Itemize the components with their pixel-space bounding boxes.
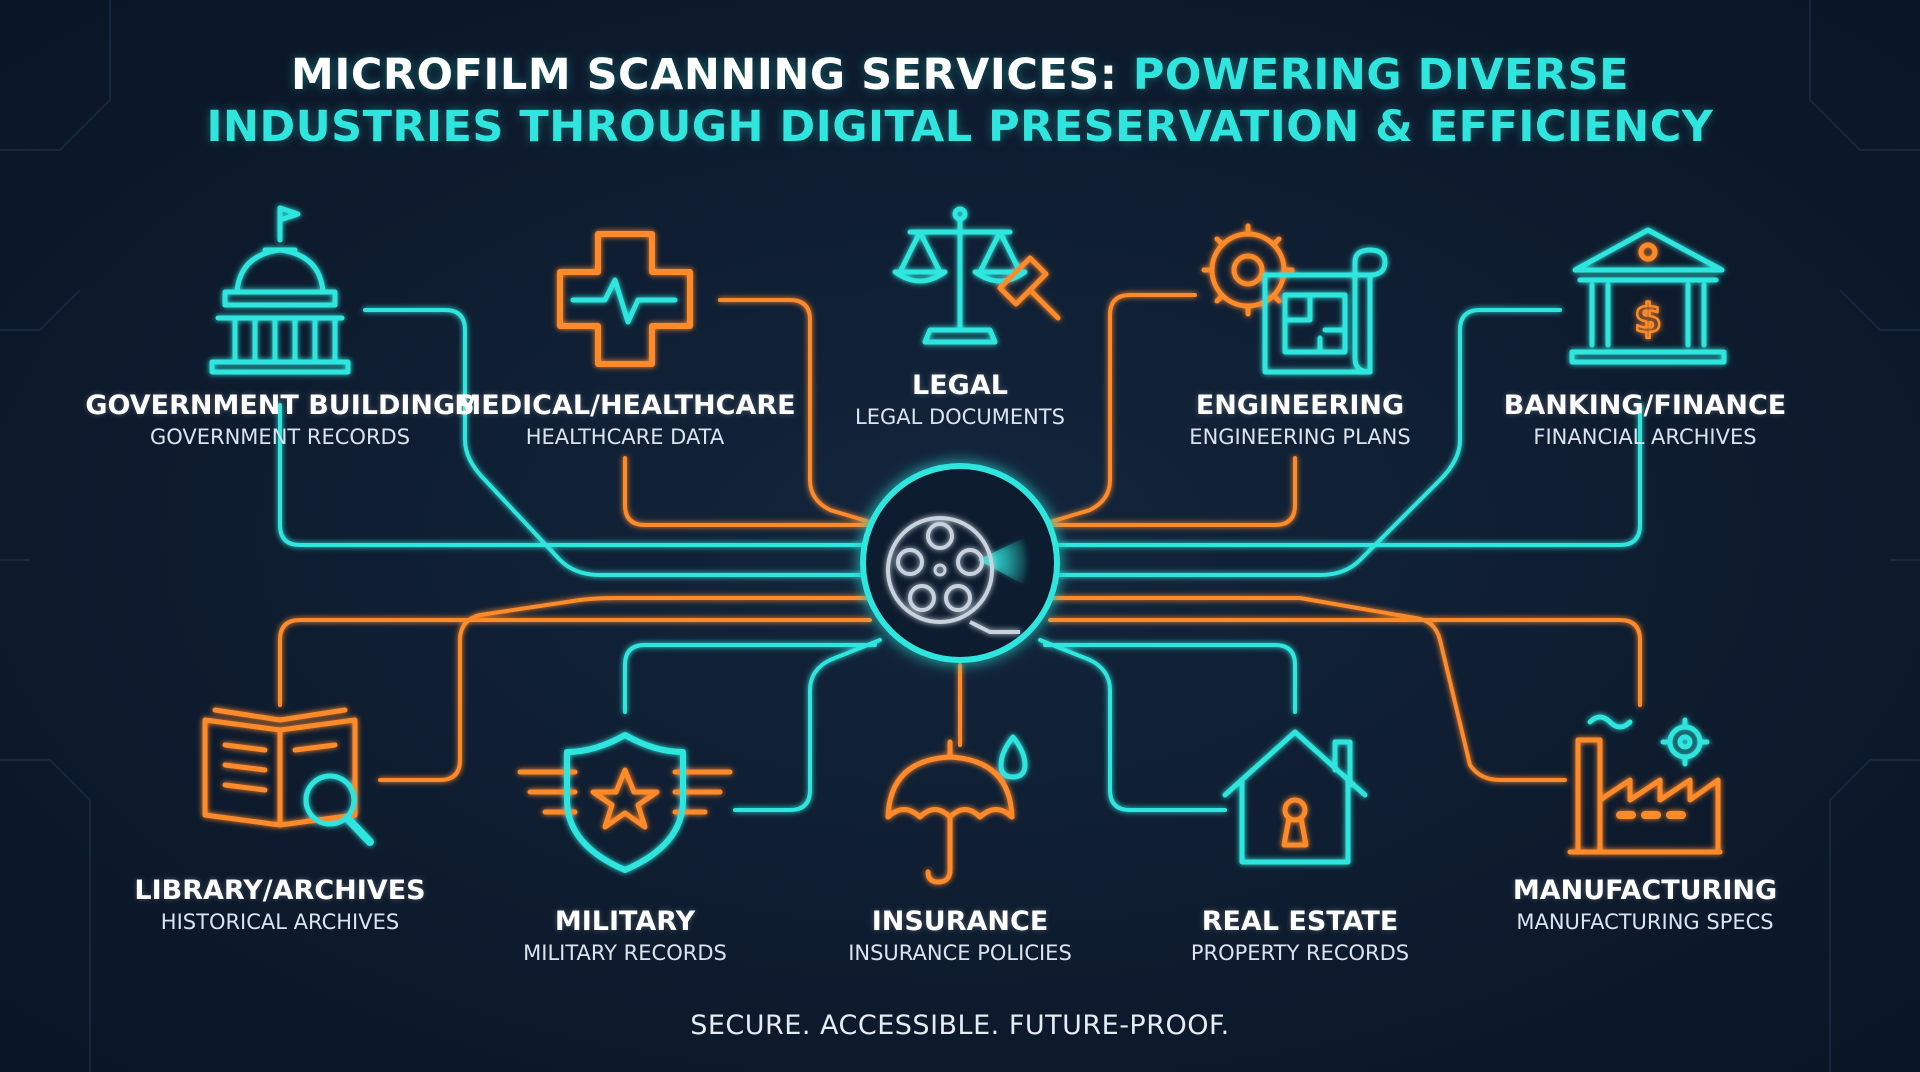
sublabel-insurance: INSURANCE POLICIES	[848, 941, 1072, 965]
sublabel-medical: HEALTHCARE DATA	[525, 425, 725, 449]
sublabel-legal: LEGAL DOCUMENTS	[855, 405, 1065, 429]
film-reel-detail	[886, 516, 1030, 634]
sublabel-military: MILITARY RECORDS	[523, 941, 727, 965]
label-banking: BANKING/FINANCE	[1503, 390, 1787, 421]
sublabel-engineering: ENGINEERING PLANS	[1189, 425, 1411, 449]
capitol-building-icon	[209, 205, 351, 375]
factory-icon	[1567, 714, 1723, 855]
sublabel-manufacturing: MANUFACTURING SPECS	[1516, 910, 1774, 934]
label-military: MILITARY	[554, 906, 696, 937]
umbrella-icon	[885, 734, 1028, 885]
title-line1-white: MICROFILM SCANNING SERVICES:	[291, 50, 1118, 100]
connector-realestate-2	[1043, 643, 1297, 714]
connector-banking	[1048, 308, 1562, 577]
label-medical: MEDICAL/HEALTHCARE	[454, 390, 796, 421]
winged-shield-icon	[517, 732, 733, 873]
page-subtitle: INDUSTRIES THROUGH DIGITAL PRESERVATION …	[206, 102, 1714, 152]
connector-medical	[718, 298, 882, 527]
connector-engineering-2	[1043, 456, 1297, 527]
title-line1-cyan: POWERING DIVERSE	[1132, 50, 1629, 100]
connector-banking-2	[1048, 403, 1642, 547]
connector-library-2	[278, 618, 872, 707]
label-legal: LEGAL	[912, 370, 1008, 401]
label-engineering: ENGINEERING	[1195, 390, 1405, 421]
label-insurance: INSURANCE	[871, 906, 1049, 937]
connector-engineering	[1038, 293, 1197, 527]
sublabel-government: GOVERNMENT RECORDS	[149, 425, 411, 449]
connector-manufacturing	[1048, 596, 1567, 782]
tagline: SECURE. ACCESSIBLE. FUTURE-PROOF.	[690, 1010, 1230, 1041]
gear-blueprint-icon	[1201, 223, 1388, 375]
medical-cross-icon	[557, 231, 693, 367]
connector-medical-2	[623, 456, 877, 527]
connector-military-2	[623, 643, 877, 714]
bank-icon: $	[1569, 227, 1727, 365]
scales-gavel-icon	[892, 206, 1061, 345]
connector-realestate	[1038, 638, 1227, 812]
label-library: LIBRARY/ARCHIVES	[134, 875, 426, 906]
connector-government	[363, 308, 872, 577]
connector-military	[733, 638, 882, 812]
sublabel-library: HISTORICAL ARCHIVES	[160, 910, 400, 934]
book-magnifier-icon	[202, 707, 374, 846]
house-keyhole-icon	[1222, 729, 1368, 865]
sublabel-banking: FINANCIAL ARCHIVES	[1533, 425, 1757, 449]
connector-manufacturing-2	[1048, 618, 1642, 707]
connector-lines	[278, 293, 1642, 812]
sublabel-realestate: PROPERTY RECORDS	[1190, 941, 1410, 965]
label-realestate: REAL ESTATE	[1201, 906, 1399, 937]
label-manufacturing: MANUFACTURING	[1512, 875, 1778, 906]
connector-government-2	[278, 403, 872, 547]
page-title: MICROFILM SCANNING SERVICES: POWERING DI…	[0, 50, 1920, 100]
connector-library	[378, 596, 872, 782]
label-government: GOVERNMENT BUILDINGS	[85, 390, 475, 421]
svg-text:$: $	[1634, 296, 1662, 342]
